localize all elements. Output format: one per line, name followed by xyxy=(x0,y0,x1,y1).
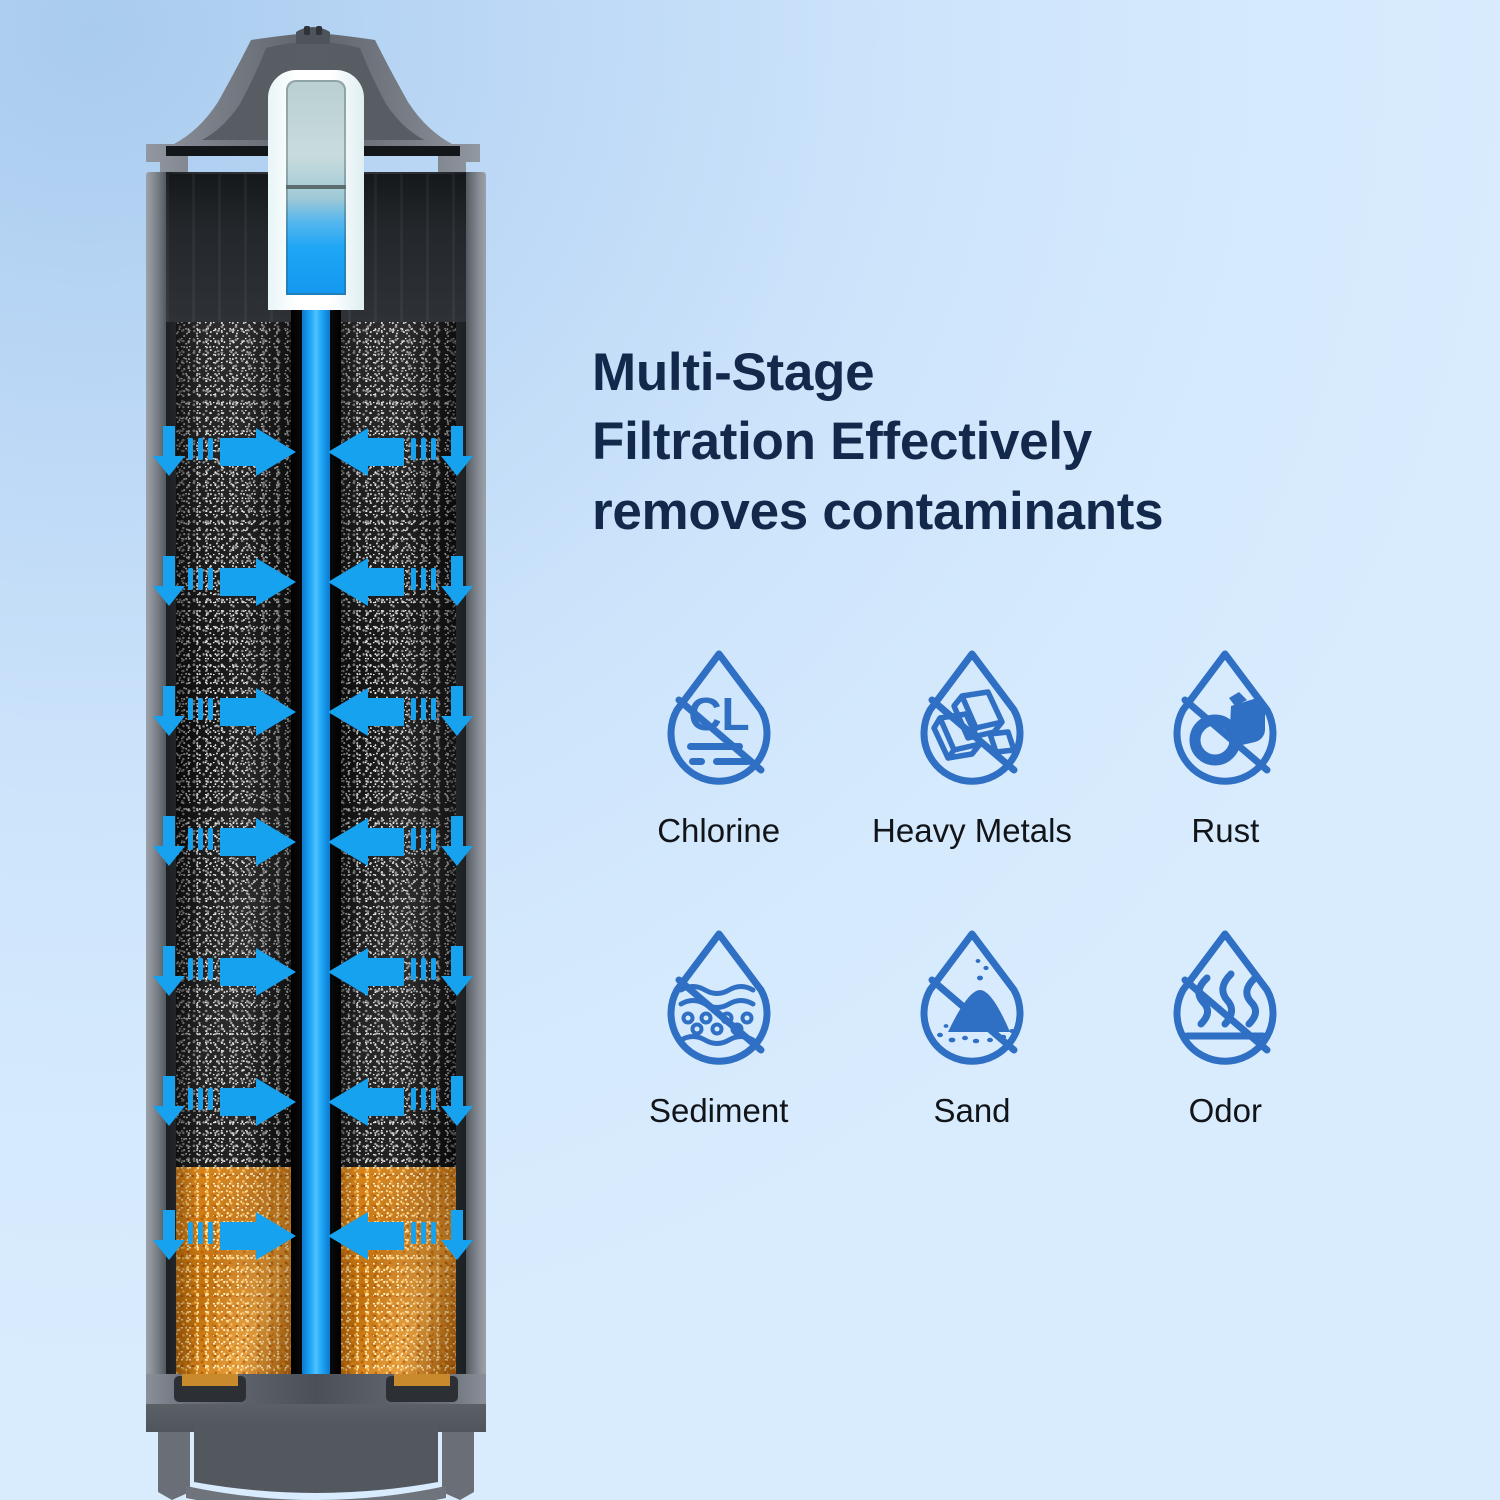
flow-arrow-row xyxy=(108,946,518,998)
inlet-tube-seal xyxy=(286,185,346,189)
contaminant-label: Sediment xyxy=(648,1092,789,1129)
flow-arrow-row xyxy=(108,556,518,608)
flow-arrow-left xyxy=(326,816,438,868)
flow-arrow-down xyxy=(152,686,186,738)
contaminant-label: Heavy Metals xyxy=(872,812,1072,849)
droplet-sediment-icon xyxy=(657,928,781,1068)
flow-arrow-down xyxy=(152,946,186,998)
flow-arrow-right xyxy=(186,426,298,478)
flow-arrow-row xyxy=(108,426,518,478)
flow-arrow-left xyxy=(326,556,438,608)
flow-arrow-left xyxy=(326,1210,438,1262)
flow-arrow-down xyxy=(440,1076,474,1128)
flow-arrow-down xyxy=(440,1210,474,1262)
page-title: Multi-Stage Filtration Effectively remov… xyxy=(592,338,1322,546)
contaminant-item: Sediment xyxy=(592,928,845,1130)
water-filter-cartridge-diagram xyxy=(108,22,518,1500)
flow-arrow-right xyxy=(186,816,298,868)
contaminant-item: Heavy Metals xyxy=(845,648,1098,850)
droplet-heavy-metals-icon xyxy=(910,648,1034,788)
contaminant-label: Chlorine xyxy=(657,812,781,849)
flow-arrow-down xyxy=(152,816,186,868)
droplet-sand-icon xyxy=(910,928,1034,1068)
flow-arrow-down xyxy=(152,426,186,478)
flow-arrow-row xyxy=(108,816,518,868)
droplet-odor-icon xyxy=(1163,928,1287,1068)
headline-line-2: Filtration Effectively xyxy=(592,412,1092,472)
flow-arrow-down xyxy=(152,1076,186,1128)
flow-arrow-right xyxy=(186,686,298,738)
headline-line-1: Multi-Stage xyxy=(592,343,875,402)
flow-arrow-left xyxy=(326,1076,438,1128)
ion-exchange-resin-bed-left xyxy=(176,1167,296,1382)
content-panel: Multi-Stage Filtration Effectively remov… xyxy=(592,0,1392,1500)
flow-arrow-down xyxy=(152,1210,186,1262)
flow-arrow-down xyxy=(440,686,474,738)
flow-arrow-right xyxy=(186,1210,298,1262)
flow-arrow-right xyxy=(186,946,298,998)
flow-arrow-left xyxy=(326,946,438,998)
flow-arrow-down xyxy=(440,946,474,998)
contaminant-item: Rust xyxy=(1099,648,1352,850)
flow-arrow-row xyxy=(108,1210,518,1262)
flow-arrow-left xyxy=(326,426,438,478)
contaminant-label: Odor xyxy=(1188,1092,1262,1129)
contaminant-label: Rust xyxy=(1191,812,1260,849)
flow-arrow-row xyxy=(108,1076,518,1128)
contaminant-label: Sand xyxy=(933,1092,1011,1129)
center-water-channel xyxy=(302,212,330,1387)
droplet-rust-icon xyxy=(1163,648,1287,788)
flow-arrow-down xyxy=(152,556,186,608)
contaminant-item: Sand xyxy=(845,928,1098,1130)
flow-arrow-down xyxy=(440,816,474,868)
flow-arrow-down xyxy=(440,556,474,608)
flow-arrow-left xyxy=(326,686,438,738)
flow-arrow-right xyxy=(186,556,298,608)
flow-arrow-down xyxy=(440,426,474,478)
contaminant-item: CL Chlorine xyxy=(592,648,845,850)
flow-arrow-right xyxy=(186,1076,298,1128)
ion-exchange-resin-bed-right xyxy=(336,1167,456,1382)
droplet-chlorine-icon: CL xyxy=(657,648,781,788)
headline-line-3: removes contaminants xyxy=(592,481,1164,541)
bottom-base-shape xyxy=(146,1374,486,1500)
filter-bottom-base xyxy=(138,1374,494,1500)
flow-arrow-row xyxy=(108,686,518,738)
contaminant-item: Odor xyxy=(1099,928,1352,1130)
